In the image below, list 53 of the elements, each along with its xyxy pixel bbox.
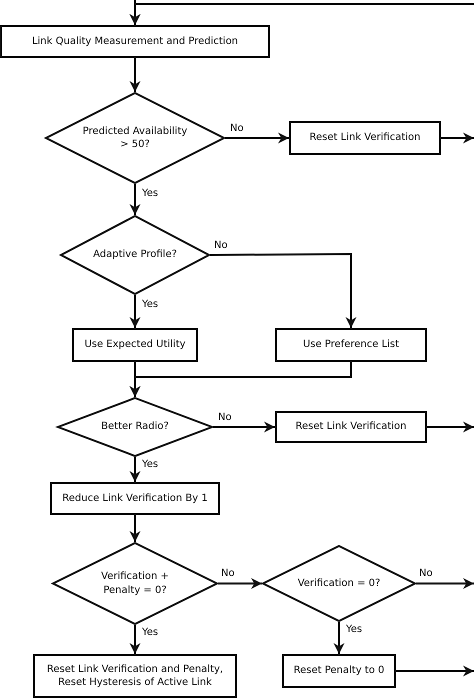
node-label: Predicted Availability > 50? [82,124,188,152]
node-label: Reset Link Verification [294,420,408,434]
arrow [130,3,474,25]
node-label: Verification = 0? [296,576,382,590]
edge-label: No [229,123,245,134]
process-box [0,25,270,58]
decision-diamond [52,542,218,625]
arrow [210,253,356,328]
edge-label: Yes [141,459,160,470]
process-box [275,411,427,443]
process-box [275,328,427,362]
arrow [130,625,140,654]
process-box [50,482,220,515]
node-label: Use Preference List [302,338,400,352]
decision-diamond [57,397,213,457]
edge-label: No [220,568,236,578]
arrow [130,184,140,215]
decision-diamond [60,215,210,295]
process-box [289,121,441,155]
node-label: Reduce Link Verification By 1 [61,492,209,506]
arrow [213,422,275,432]
node-label: Better Radio? [100,420,170,434]
arrow [416,578,474,589]
decision-diamond [45,92,225,184]
process-box [72,328,198,362]
edge-label: Yes [141,299,160,310]
edge-label: Yes [141,627,160,638]
arrow [218,578,262,589]
arrow [334,622,344,654]
arrow [130,515,140,542]
edge-label: No [217,412,233,423]
process-box [282,654,396,688]
arrow [130,362,352,397]
node-label: Reset Penalty to 0 [292,664,386,678]
node-label: Reset Link Verification [308,131,422,145]
node-label: Verification + Penalty = 0? [100,570,170,597]
process-box [33,654,237,698]
edge-label: Yes [345,624,364,635]
edge-label: Yes [141,188,160,199]
arrow [130,58,140,92]
arrow [396,666,474,676]
edge-label: No [213,240,229,251]
arrow [427,422,474,432]
node-label: Link Quality Measurement and Prediction [30,34,240,48]
arrow [130,457,140,482]
arrow [225,132,289,144]
node-label: Reset Link Verification and Penalty, Reset Hysteresis of Active Link [46,662,224,690]
decision-diamond [262,545,416,622]
arrow [441,132,474,144]
edge-label: No [418,568,434,578]
node-label: Use Expected Utility [83,338,187,352]
arrow [130,295,140,328]
node-label: Adaptive Profile? [92,248,178,262]
